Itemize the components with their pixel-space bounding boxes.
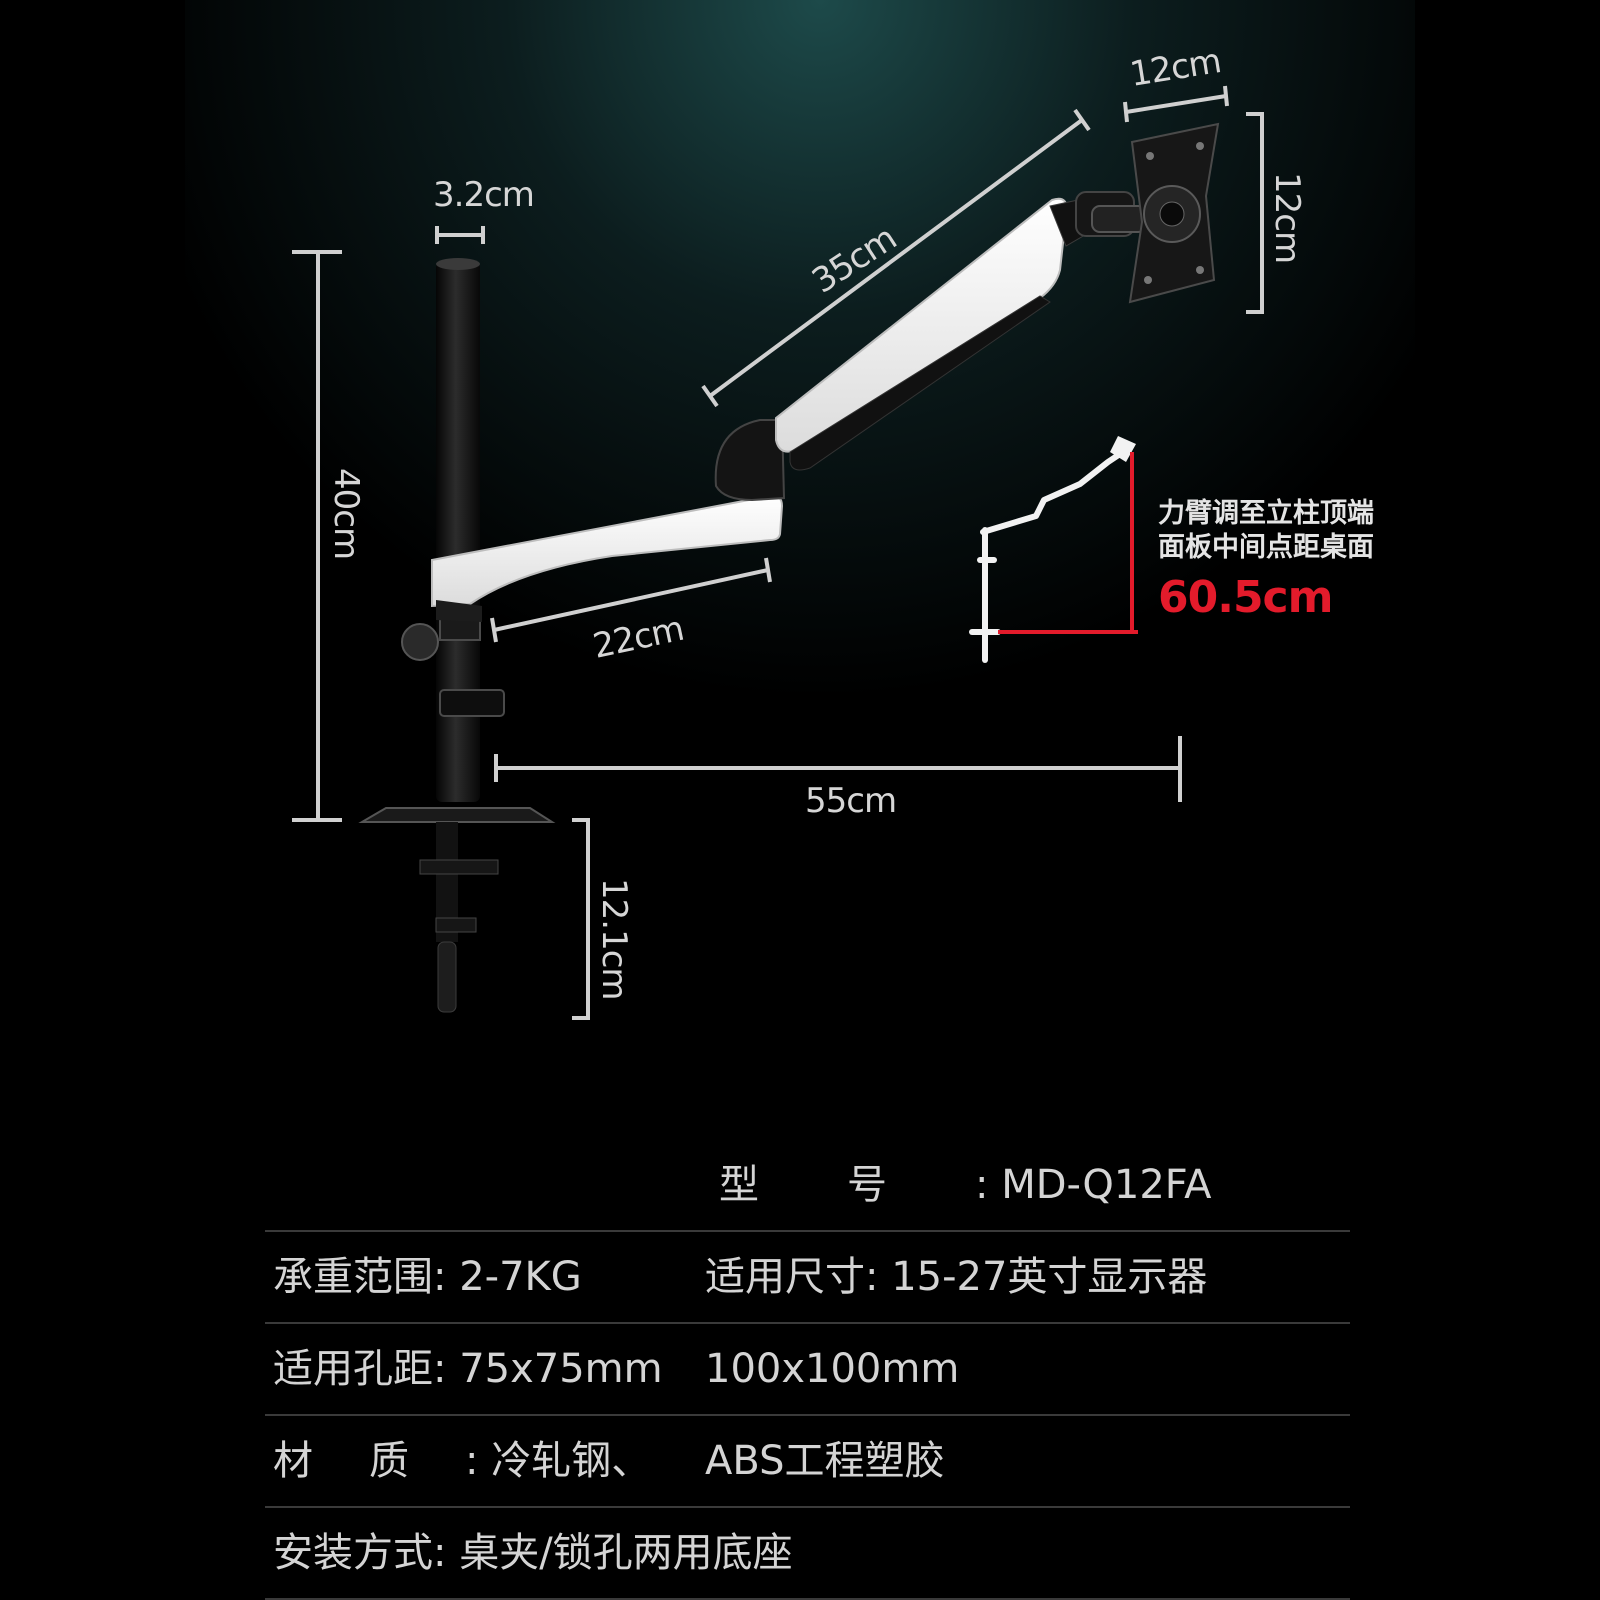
reach-label: 55cm xyxy=(805,781,896,821)
elbow-joint xyxy=(714,419,786,502)
height-inset xyxy=(969,436,1138,663)
spec-material-alt: ABS工程塑胶 xyxy=(705,1416,945,1506)
clamp-label: 12.1cm xyxy=(594,878,634,1000)
pole-height-dimension xyxy=(292,250,342,822)
vesa-plate xyxy=(1128,122,1220,304)
spec-material-value: : 冷轧钢、 xyxy=(465,1438,652,1484)
spec-vesa: 适用孔距: 75x75mm xyxy=(273,1324,663,1414)
spec-row-load-size: 承重范围: 2-7KG 适用尺寸: 15-27英寸显示器 xyxy=(265,1232,1350,1324)
spec-model-value: : MD-Q12FA xyxy=(975,1162,1212,1208)
spec-mount: 安装方式: 桌夹/锁孔两用底座 xyxy=(273,1508,793,1598)
spec-load-value: : 2-7KG xyxy=(433,1254,582,1300)
spec-size: 适用尺寸: 15-27英寸显示器 xyxy=(705,1232,1207,1322)
spec-model: 型号: MD-Q12FA xyxy=(719,1140,1211,1230)
spec-model-label: 型号 xyxy=(719,1162,975,1208)
lower-arm-collar xyxy=(436,600,482,622)
spec-material-value2: ABS工程塑胶 xyxy=(705,1438,945,1484)
spec-size-label: 适用尺寸 xyxy=(705,1254,865,1300)
pole-diameter-label: 3.2cm xyxy=(433,175,534,215)
spec-row-material: 材质: 冷轧钢、 ABS工程塑胶 xyxy=(265,1416,1350,1508)
spec-size-value: : 15-27英寸显示器 xyxy=(865,1254,1208,1300)
spec-vesa-value2: 100x100mm xyxy=(705,1346,960,1392)
plate-width-dimension xyxy=(1123,85,1229,123)
pole-diameter-dimension xyxy=(435,226,485,244)
lower-arm-dimension xyxy=(490,557,772,643)
clamp-dimension xyxy=(572,818,590,1020)
spec-mount-label: 安装方式 xyxy=(273,1530,433,1576)
spec-vesa-value: : 75x75mm xyxy=(433,1346,663,1392)
height-note-line1: 力臂调至立柱顶端 xyxy=(1158,497,1374,529)
spec-row-vesa: 适用孔距: 75x75mm 100x100mm xyxy=(265,1324,1350,1416)
tilt-joint xyxy=(1075,191,1147,237)
spec-material: 材质: 冷轧钢、 xyxy=(273,1416,651,1506)
plate-height-dimension xyxy=(1246,112,1264,314)
upper-arm xyxy=(775,197,1091,471)
upper-arm-dimension xyxy=(701,108,1091,408)
spec-row-mount: 安装方式: 桌夹/锁孔两用底座 xyxy=(265,1508,1350,1600)
spec-row-model: 型号: MD-Q12FA xyxy=(265,1140,1350,1232)
spec-vesa-alt: 100x100mm xyxy=(705,1324,959,1414)
spec-vesa-label: 适用孔距 xyxy=(273,1346,433,1392)
desk-clamp xyxy=(358,807,556,1013)
spec-mount-value: : 桌夹/锁孔两用底座 xyxy=(433,1530,793,1576)
plate-height-label: 12cm xyxy=(1267,172,1307,263)
spec-material-label: 材质 xyxy=(273,1438,465,1484)
spec-load: 承重范围: 2-7KG xyxy=(273,1232,582,1322)
height-note-value: 60.5cm xyxy=(1158,572,1333,623)
height-note-line2: 面板中间点距桌面 xyxy=(1158,532,1374,563)
spec-table: 型号: MD-Q12FA 承重范围: 2-7KG 适用尺寸: 15-27英寸显示… xyxy=(265,1140,1350,1600)
pole-height-label: 40cm xyxy=(326,468,366,559)
reach-dimension xyxy=(494,736,1182,802)
spec-load-label: 承重范围 xyxy=(273,1254,433,1300)
